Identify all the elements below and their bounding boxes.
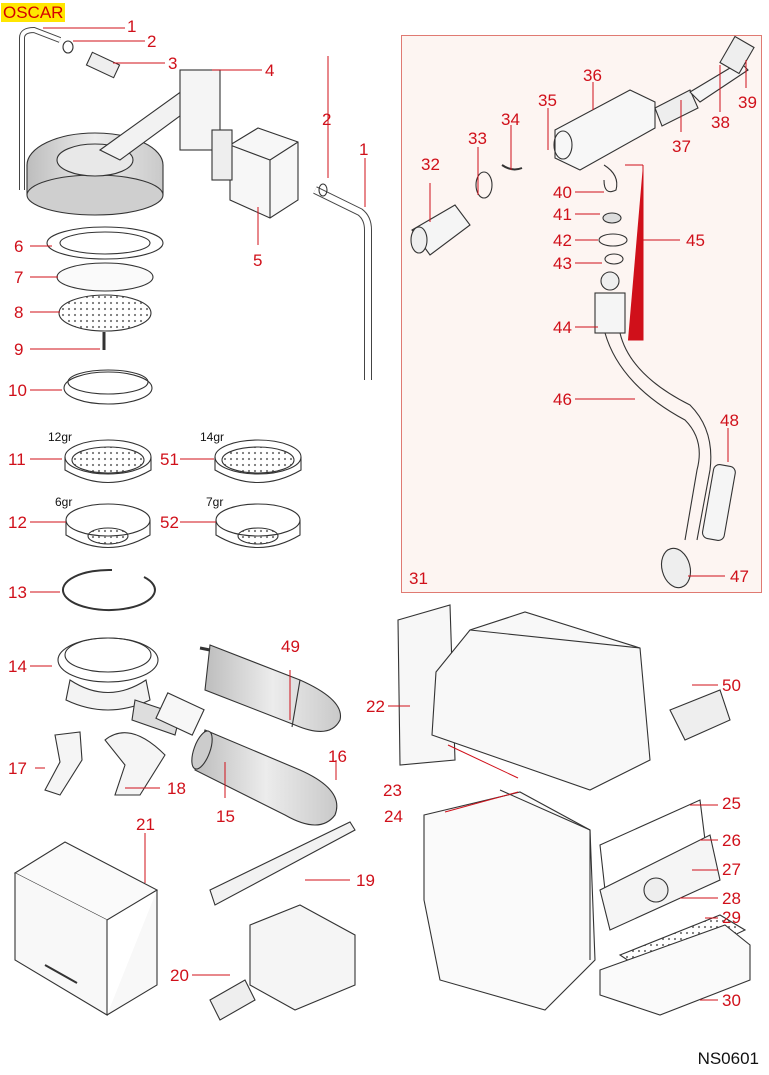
basket-note-6gr: 6gr xyxy=(55,495,73,509)
callout-44: 44 xyxy=(553,318,572,337)
callout-35: 35 xyxy=(538,91,557,110)
callout-2: 2 xyxy=(147,32,157,51)
callout-8: 8 xyxy=(14,303,24,322)
tamper-part xyxy=(204,644,342,732)
callout-34: 34 xyxy=(501,110,520,129)
filter-basket-6gr xyxy=(65,503,151,549)
ring-part xyxy=(63,371,153,405)
gasket-part xyxy=(46,226,164,260)
callout-6: 6 xyxy=(14,237,24,256)
basket-note-12gr: 12gr xyxy=(48,430,73,444)
machine-body xyxy=(397,604,751,1016)
filter-basket-7gr xyxy=(215,503,301,549)
steam-wand-sleeve-part xyxy=(701,464,736,541)
callout-41: 41 xyxy=(553,205,572,224)
steam-valve-assembly xyxy=(410,35,755,589)
callout-45: 45 xyxy=(686,231,705,250)
callout-27: 27 xyxy=(722,860,741,879)
basket-note-7gr: 7gr xyxy=(206,495,224,509)
spring-ring-part xyxy=(62,568,156,611)
fitting-part xyxy=(85,51,121,79)
document-code: NS0601 xyxy=(697,1049,759,1068)
callout-26: 26 xyxy=(722,831,741,850)
indicator-lamp-part xyxy=(209,821,356,906)
callout-14: 14 xyxy=(8,657,27,676)
callout-18: 18 xyxy=(167,779,186,798)
callout-39: 39 xyxy=(738,93,757,112)
solenoid-valve-part xyxy=(229,127,299,219)
diagram-title: OSCAR xyxy=(1,3,66,22)
callout-30: 30 xyxy=(722,991,741,1010)
callout-7: 7 xyxy=(14,268,24,287)
double-spout-part xyxy=(104,732,166,796)
callout-33: 33 xyxy=(468,129,487,148)
callout-4: 4 xyxy=(265,61,275,80)
callout-20: 20 xyxy=(170,966,189,985)
callout-48: 48 xyxy=(720,411,739,430)
callout-21: 21 xyxy=(136,815,155,834)
callout-50: 50 xyxy=(722,676,741,695)
callout-9: 9 xyxy=(14,340,24,359)
callout-42: 42 xyxy=(553,231,572,250)
switch-part xyxy=(249,904,356,1011)
callout-3: 3 xyxy=(168,54,178,73)
clamp-part xyxy=(62,40,74,54)
callout-19: 19 xyxy=(356,871,375,890)
callout-32: 32 xyxy=(421,155,440,174)
callout-43: 43 xyxy=(553,254,572,273)
basket-note-14gr: 14gr xyxy=(200,430,225,444)
callout-1b: 1 xyxy=(359,140,369,159)
callout-25: 25 xyxy=(722,794,741,813)
handle-part xyxy=(194,729,338,826)
steam-group-label: 31 xyxy=(409,569,428,588)
callout-37: 37 xyxy=(672,137,691,156)
callout-10: 10 xyxy=(8,381,27,400)
callout-47: 47 xyxy=(730,567,749,586)
shower-screen-part xyxy=(58,294,152,332)
filter-basket-14gr xyxy=(214,439,302,484)
filter-basket-12gr xyxy=(64,439,152,484)
callout-38: 38 xyxy=(711,113,730,132)
callout-40: 40 xyxy=(553,183,572,202)
single-spout-part xyxy=(44,731,83,796)
callout-12: 12 xyxy=(8,513,27,532)
callout-22: 22 xyxy=(366,697,385,716)
callout-1: 1 xyxy=(127,17,137,36)
callout-46: 46 xyxy=(553,390,572,409)
callout-52: 52 xyxy=(160,513,179,532)
callout-17: 17 xyxy=(8,759,27,778)
callout-51: 51 xyxy=(160,450,179,469)
callout-5: 5 xyxy=(253,251,263,270)
callout-2b: 2 xyxy=(322,110,332,129)
callout-28: 28 xyxy=(722,889,741,908)
callout-16: 16 xyxy=(328,747,347,766)
callout-49: 49 xyxy=(281,637,300,656)
callout-24: 24 xyxy=(384,807,403,826)
callout-13: 13 xyxy=(8,583,27,602)
callout-23: 23 xyxy=(383,781,402,800)
callout-15: 15 xyxy=(216,807,235,826)
callout-11: 11 xyxy=(8,450,26,469)
steam-tip-part xyxy=(660,547,692,589)
callout-36: 36 xyxy=(583,66,602,85)
callout-29: 29 xyxy=(722,908,741,927)
